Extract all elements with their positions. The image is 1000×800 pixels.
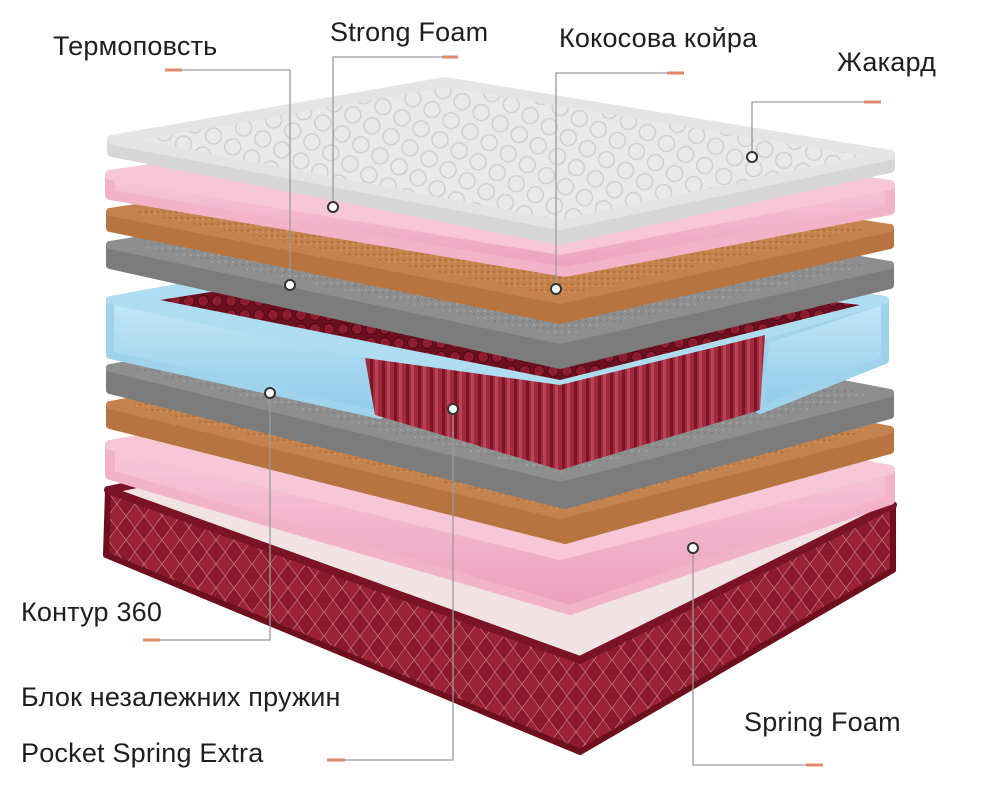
leader-thermo (175, 69, 291, 285)
marker-dot-coco (550, 283, 562, 295)
label-strong-foam: Strong Foam (330, 17, 489, 47)
marker-dot-pocket (447, 403, 459, 415)
accent-dashes (143, 55, 881, 767)
leader-strong-foam (332, 56, 450, 207)
marker-dot-strong-foam (327, 201, 339, 213)
leader-coco (555, 72, 675, 289)
leader-spring-foam (692, 548, 815, 766)
label-thermofelt: Термоповсть (53, 31, 218, 61)
leader-pocket (335, 409, 454, 761)
marker-dot-contour (264, 387, 276, 399)
marker-dot-thermo (284, 279, 296, 291)
layer-markers (264, 151, 758, 554)
leader-jacquard (751, 101, 872, 157)
marker-dot-jacquard (746, 151, 758, 163)
label-coconut-coir: Кокосова койра (559, 23, 758, 53)
leader-lines (150, 56, 872, 766)
jacquard-top-layer (107, 77, 895, 245)
label-jacquard: Жакард (837, 47, 937, 77)
label-contour-360: Контур 360 (21, 597, 163, 627)
leader-contour (150, 393, 271, 641)
label-pocket-spring: Pocket Spring Extra (21, 738, 264, 768)
label-spring-block: Блок незалежних пружин (21, 682, 341, 712)
marker-dot-spring-foam (687, 542, 699, 554)
label-spring-foam: Spring Foam (744, 707, 901, 737)
